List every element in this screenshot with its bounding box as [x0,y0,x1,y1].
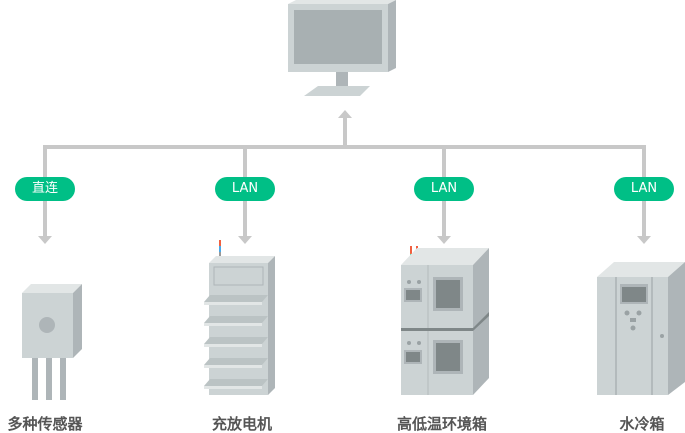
connection-badge-lan: LAN [215,177,275,201]
water-cooler-icon [597,262,685,395]
connection-lines [43,118,646,236]
climate-chamber-icon [401,246,489,395]
arrow-up-icon [338,110,352,118]
monitor-icon [288,0,396,96]
arrow-down-icon [437,236,451,244]
sensor-icon [22,284,82,400]
charger-rack-icon [204,240,275,395]
device-label-charger: 充放电机 [211,415,272,433]
connection-badge-direct: 直连 [15,177,75,201]
device-label-water-cooler: 水冷箱 [619,415,665,433]
device-label-climate-chamber: 高低温环境箱 [396,415,487,433]
arrow-down-icon [637,236,651,244]
connection-badge-lan: LAN [414,177,474,201]
device-label-sensors: 多种传感器 [7,415,83,433]
arrow-down-icon [238,236,252,244]
arrow-down-icon [38,236,52,244]
arrowheads [38,110,651,244]
connection-badge-lan: LAN [614,177,674,201]
